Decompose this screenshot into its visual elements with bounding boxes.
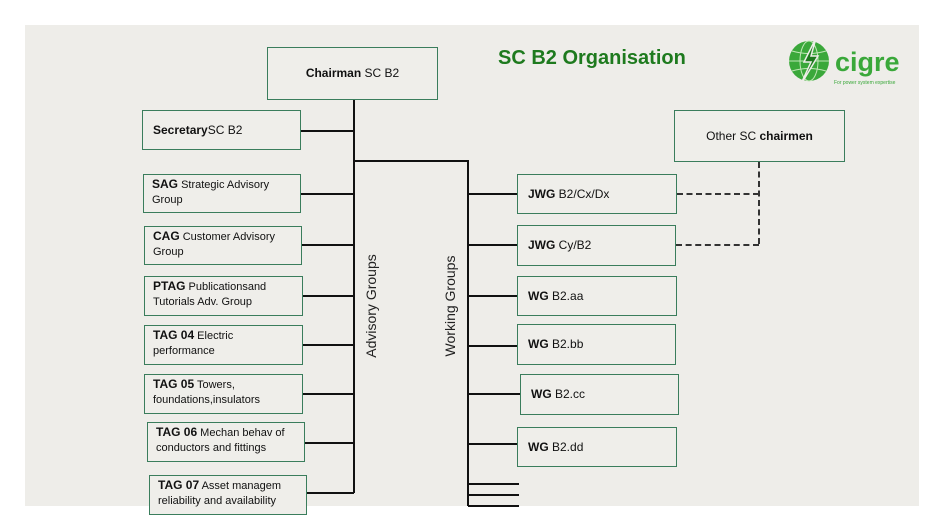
globe-lightning-icon: cigre (789, 37, 900, 87)
working-group-jwg-b2-cx-dx[interactable]: JWG B2/Cx/Dx (517, 174, 677, 214)
advisory-group-ptag[interactable]: PTAG Publicationsand Tutorials Adv. Grou… (144, 276, 303, 316)
advisory-trunk-line (353, 100, 355, 493)
connector-tag07 (307, 492, 354, 494)
svg-text:cigre: cigre (835, 47, 900, 77)
advisory-group-sag[interactable]: SAG Strategic Advisory Group (143, 174, 301, 213)
connector-jwg1 (468, 193, 517, 195)
ag-code: TAG 06 (156, 425, 198, 439)
ag-desc: Customer Advisory Group (153, 231, 276, 258)
advisory-group-cag[interactable]: CAG Customer Advisory Group (144, 226, 302, 265)
connector-cag (302, 244, 354, 246)
ag-desc: Strategic Advisory Group (152, 179, 270, 206)
secretary-committee: SC B2 (207, 122, 243, 137)
ag-code: SAG (152, 177, 179, 191)
ag-code: TAG 07 (158, 478, 200, 492)
ag-code: PTAG (153, 279, 186, 293)
dashed-link-jwg2 (676, 244, 759, 246)
working-trunk-line (467, 160, 469, 506)
advisory-group-tag07[interactable]: TAG 07 Asset managem reliability and ava… (149, 475, 307, 515)
ag-desc: Asset managem reliability and availabili… (158, 480, 282, 507)
wg-code: WG (528, 288, 549, 303)
chairman-box[interactable]: Chairman SC B2 (267, 47, 438, 100)
logo-tagline: For power system expertise (834, 80, 896, 86)
secretary-box[interactable]: SecretarySC B2 (142, 110, 301, 150)
ag-desc: Towers, foundations,insulators (153, 379, 261, 406)
advisory-groups-label: Advisory Groups (363, 254, 379, 358)
connector-wg-dd (468, 443, 517, 445)
wg-desc: B2.bb (548, 337, 584, 351)
connector-to-working-trunk (354, 160, 468, 162)
working-group-wg-b2-cc[interactable]: WG B2.cc (520, 374, 679, 415)
other-sc-prefix: Other SC (706, 128, 760, 143)
secretary-role: Secretary (153, 122, 208, 137)
advisory-group-tag06[interactable]: TAG 06 Mechan behav of conductors and fi… (147, 422, 305, 462)
working-group-wg-b2-dd[interactable]: WG B2.dd (517, 427, 677, 467)
wg-code: JWG (528, 238, 556, 252)
cigre-logo: cigre For power system expertise (786, 36, 911, 92)
advisory-group-tag04[interactable]: TAG 04 Electric performance (144, 325, 303, 365)
other-sc-bold: chairmen (759, 128, 813, 143)
page-title: SC B2 Organisation (498, 47, 686, 69)
ag-desc: Electric performance (153, 330, 234, 357)
wg-code: WG (531, 387, 552, 401)
connector-tag05 (303, 393, 354, 395)
dashed-link-other-sc (758, 162, 760, 244)
ag-code: TAG 05 (153, 377, 195, 391)
working-group-jwg-cy-b2[interactable]: JWG Cy/B2 (517, 225, 676, 266)
wg-desc: B2/Cx/Dx (555, 186, 610, 201)
wg-desc: Cy/B2 (555, 238, 592, 252)
working-group-wg-b2-aa[interactable]: WG B2.aa (517, 276, 677, 316)
dashed-link-jwg1 (677, 193, 759, 195)
connector-tag04 (303, 344, 354, 346)
wg-desc: B2.cc (551, 387, 586, 401)
wg-code: WG (528, 337, 549, 351)
working-group-wg-b2-bb[interactable]: WG B2.bb (517, 324, 676, 365)
connector-wg-aa (468, 295, 517, 297)
connector-jwg2 (468, 244, 517, 246)
connector-tag06 (305, 442, 354, 444)
connector-wg-bb (468, 345, 517, 347)
connector-wg-extra-1 (468, 483, 519, 485)
chairman-committee: SC B2 (361, 66, 400, 80)
advisory-group-tag05[interactable]: TAG 05 Towers, foundations,insulators (144, 374, 303, 414)
working-groups-label: Working Groups (442, 255, 458, 357)
wg-desc: B2.dd (548, 439, 584, 454)
connector-ptag (303, 295, 354, 297)
chairman-role: Chairman (305, 66, 362, 80)
ag-desc: Publicationsand Tutorials Adv. Group (153, 281, 267, 308)
connector-wg-extra-3 (468, 505, 519, 507)
other-sc-chairmen-box[interactable]: Other SC chairmen (674, 110, 845, 162)
wg-code: JWG (528, 186, 556, 201)
ag-desc: Mechan behav of conductors and fittings (156, 427, 285, 454)
connector-wg-extra-2 (468, 494, 519, 496)
wg-code: WG (528, 439, 549, 454)
wg-desc: B2.aa (548, 288, 584, 303)
connector-sag (301, 193, 354, 195)
connector-secretary (301, 130, 354, 132)
ag-code: CAG (153, 229, 180, 243)
ag-code: TAG 04 (153, 328, 195, 342)
connector-wg-cc (468, 393, 520, 395)
